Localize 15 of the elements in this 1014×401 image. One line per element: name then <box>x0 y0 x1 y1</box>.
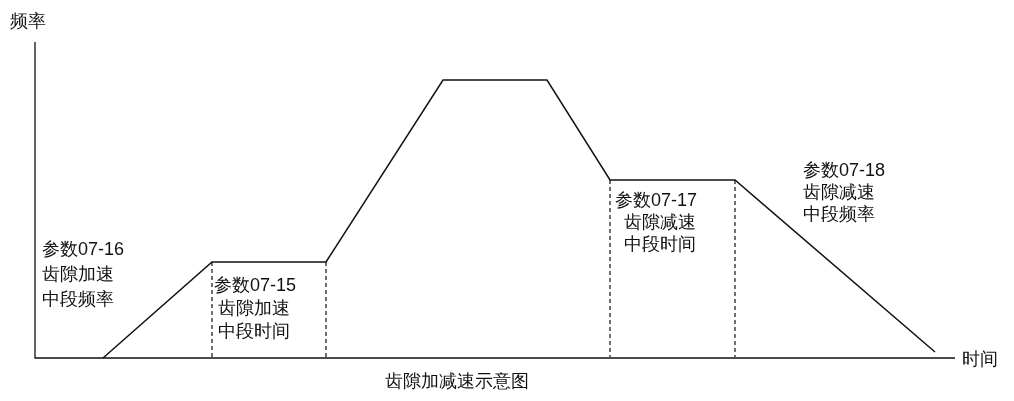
annotation-text: 中段频率 <box>42 288 114 310</box>
parameter-label: 参数07-18 <box>803 159 886 181</box>
axis-title: 时间 <box>962 348 998 370</box>
annotation-text: 齿隙减速 <box>803 181 875 203</box>
annotation-text: 齿隙减速 <box>624 211 696 233</box>
annotation-text: 中段时间 <box>624 233 696 255</box>
parameter-label: 参数07-17 <box>615 189 698 211</box>
annotation-text: 中段时间 <box>218 320 290 342</box>
axis-title: 频率 <box>10 10 46 32</box>
annotation-text: 齿隙加速 <box>42 263 114 285</box>
annotation-text: 中段频率 <box>803 203 875 225</box>
parameter-label: 参数07-15 <box>214 274 297 296</box>
parameter-label: 参数07-16 <box>42 238 125 260</box>
annotation-text: 齿隙加速 <box>218 297 290 319</box>
caption: 齿隙加减速示意图 <box>385 370 529 392</box>
